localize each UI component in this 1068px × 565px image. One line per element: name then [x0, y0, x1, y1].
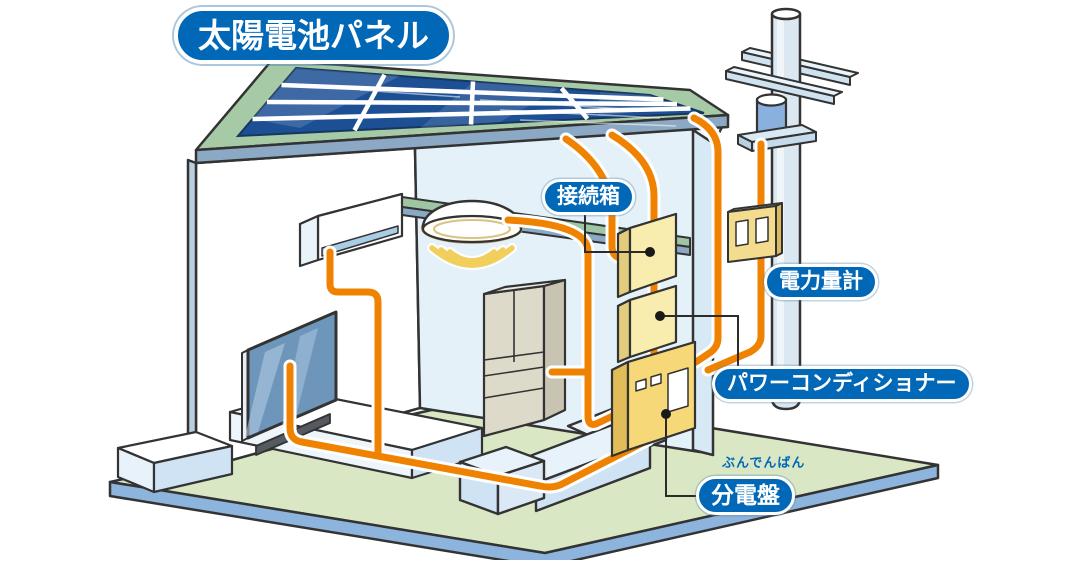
callout-lines [584, 213, 739, 497]
light-rays [427, 243, 517, 270]
refrigerator [482, 278, 567, 438]
distribution-board-furigana: ぶんでんばん [722, 455, 806, 470]
callout-dots [645, 247, 671, 419]
crossarm-front [725, 66, 843, 105]
air-conditioner [298, 192, 404, 268]
title-label: 太陽電池パネル [174, 7, 453, 65]
distribution-board-unit [610, 340, 697, 458]
distribution-board-label: 分電盤 [696, 476, 795, 515]
power-meter-unit [727, 202, 783, 263]
side-bench [116, 430, 234, 494]
transformer-platform [737, 124, 817, 152]
power-conditioner-label: パワーコンディショナー [712, 366, 972, 403]
ceiling-light [420, 199, 524, 270]
junction-box-label: 接続箱 [542, 179, 635, 216]
power-meter-label: 電力量計 [764, 264, 878, 301]
solar-panel [235, 66, 705, 138]
power-conditioner-unit [616, 284, 678, 364]
